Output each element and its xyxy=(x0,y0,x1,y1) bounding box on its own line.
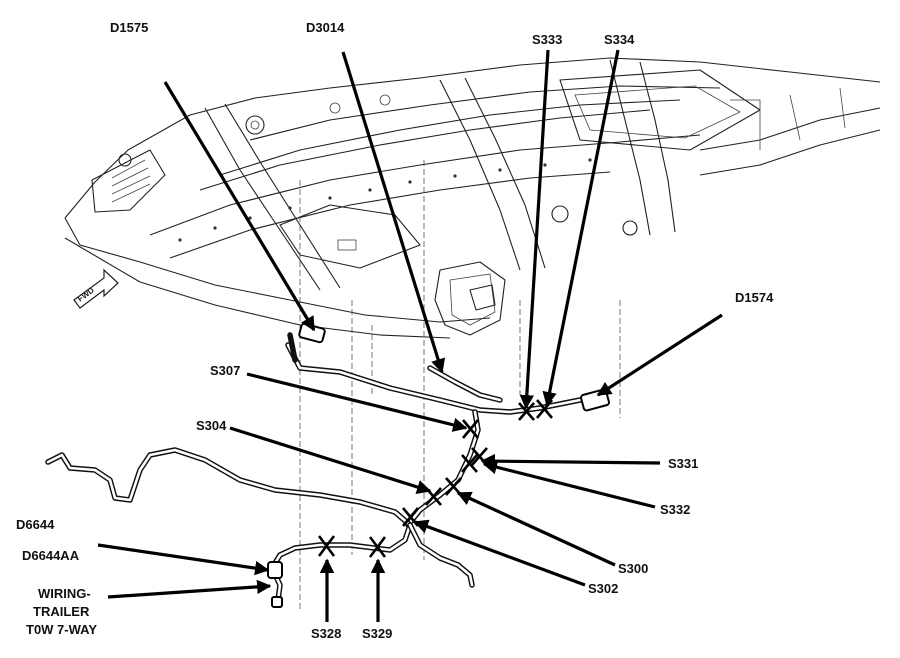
label-s328: S328 xyxy=(311,626,341,641)
leader-s307 xyxy=(246,372,468,432)
leader-d6644 xyxy=(97,543,270,576)
label-s300: S300 xyxy=(618,561,648,576)
forward-arrow-icon: FWD xyxy=(73,268,119,309)
splice-s328-marker xyxy=(317,535,336,557)
leader-d1574 xyxy=(596,313,723,397)
leader-wiring-trailer xyxy=(107,579,272,599)
label-wiring-line3: T0W 7-WAY xyxy=(26,622,97,637)
leader-arrows xyxy=(97,49,723,622)
leader-d1575 xyxy=(163,81,316,332)
label-s307: S307 xyxy=(210,363,240,378)
label-s334: S334 xyxy=(604,32,635,47)
label-d6644: D6644 xyxy=(16,517,55,532)
splice-markers xyxy=(317,399,553,558)
label-d1575: D1575 xyxy=(110,20,148,35)
label-s333: S333 xyxy=(532,32,562,47)
label-s329: S329 xyxy=(362,626,392,641)
label-d3014: D3014 xyxy=(306,20,345,35)
leader-s332 xyxy=(482,460,656,509)
leader-s331 xyxy=(480,453,661,469)
label-d1574: D1574 xyxy=(735,290,774,305)
label-s302: S302 xyxy=(588,581,618,596)
wiring-harness-trailer xyxy=(45,447,475,608)
label-s331: S331 xyxy=(668,456,698,471)
label-wiring-line2: TRAILER xyxy=(33,604,90,619)
leader-s334 xyxy=(542,49,620,407)
splice-s331-marker xyxy=(461,454,478,473)
label-d6644aa: D6644AA xyxy=(22,548,80,563)
leader-s304 xyxy=(229,426,432,494)
leader-s302 xyxy=(413,519,586,587)
leader-s333 xyxy=(519,49,550,410)
leader-d3014 xyxy=(341,51,446,374)
vehicle-underbody xyxy=(64,57,881,339)
label-s304: S304 xyxy=(196,418,227,433)
leader-s300 xyxy=(456,491,616,567)
callout-labels: D1575 D3014 S333 S334 D1574 S307 S304 S3… xyxy=(16,20,774,641)
wiring-harness-main xyxy=(285,322,610,528)
label-wiring-line1: WIRING- xyxy=(38,586,91,601)
splice-s329-marker xyxy=(368,536,387,558)
label-s332: S332 xyxy=(660,502,690,517)
